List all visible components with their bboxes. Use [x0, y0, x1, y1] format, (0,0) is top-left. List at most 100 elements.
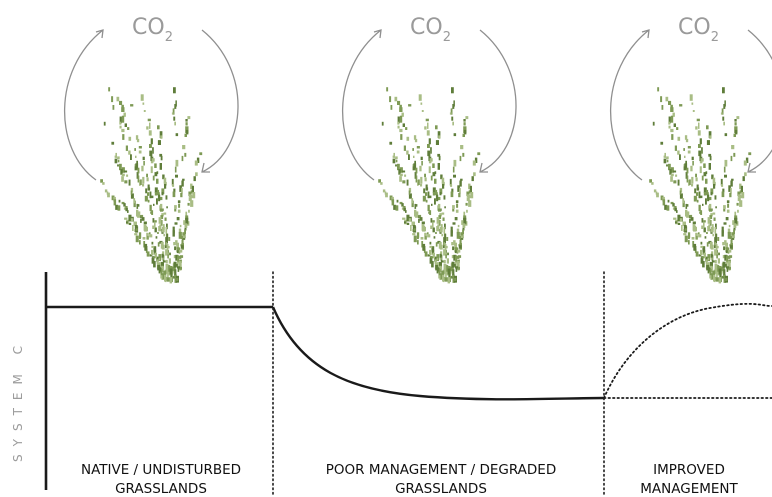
grass-pixel	[150, 161, 154, 164]
grass-pixel	[662, 196, 665, 202]
grass-pixel	[438, 135, 441, 139]
grass-pixel	[152, 225, 155, 229]
grass-pixel	[125, 207, 128, 212]
grass-pixel	[439, 256, 442, 260]
improved-carbon-curve	[603, 302, 772, 399]
grass-pixel	[686, 175, 689, 183]
grass-pixel	[728, 185, 731, 192]
grass-pixel	[652, 121, 655, 126]
grass-pixel	[147, 187, 151, 191]
grass-pixel	[470, 192, 474, 199]
grass-pixel	[458, 255, 462, 258]
grass-pixel	[428, 166, 431, 174]
grass-pixel	[134, 148, 136, 151]
grass-pixel	[165, 259, 168, 264]
grass-pixel	[163, 233, 165, 237]
grass-pixel	[685, 160, 687, 165]
grass-pixel	[670, 176, 673, 182]
grass-pixel	[420, 156, 423, 161]
grass-pixel	[686, 211, 690, 218]
grass-pixel	[396, 199, 399, 203]
grass-pixel	[438, 208, 442, 212]
grass-pixel	[698, 122, 700, 129]
grass-pixel	[161, 273, 164, 280]
grass-pixel	[460, 178, 463, 181]
grass-pixel	[691, 156, 694, 161]
grass-pixel	[193, 176, 196, 182]
grass-pixel	[660, 141, 664, 145]
grass-pixel	[111, 195, 115, 201]
grass-pixel	[702, 249, 706, 255]
grass-pixel	[691, 176, 694, 184]
grass-pixel	[672, 203, 675, 207]
grass-pixel	[696, 199, 699, 203]
grass-pixel	[700, 158, 704, 162]
grass-pixel	[143, 241, 146, 248]
grass-pixel	[714, 195, 717, 200]
grass-pixel	[668, 121, 671, 125]
grass-pixel	[184, 133, 187, 137]
grass-pixel	[708, 153, 712, 157]
grass-pixel	[705, 256, 708, 262]
grass-pixel	[181, 239, 184, 245]
grass-pixel	[724, 263, 727, 267]
grass-pixel	[440, 273, 443, 280]
grass-pixel	[447, 277, 450, 284]
grass-pixel	[707, 254, 710, 262]
grass-pixel	[178, 228, 182, 234]
grass-pixel	[452, 205, 455, 209]
grass-pixel	[439, 253, 442, 258]
grass-pixel	[185, 122, 188, 126]
grass-pixel	[127, 127, 130, 130]
grass-pixel	[447, 268, 451, 275]
grass-pixel	[172, 191, 176, 198]
grass-pixel	[724, 174, 727, 178]
grass-pixel	[157, 140, 161, 145]
grass-pixel	[430, 175, 433, 181]
grass-pixel	[391, 196, 394, 202]
grass-pixel	[404, 221, 406, 224]
grass-pixel	[460, 237, 464, 240]
grass-pixel	[668, 100, 672, 105]
grass-pixel	[184, 152, 187, 157]
grass-pixel	[439, 273, 442, 280]
grass-pixel	[119, 163, 122, 171]
grass-pixel	[712, 233, 714, 237]
grass-pixel	[446, 237, 449, 241]
grass-pixel	[411, 200, 414, 208]
grass-pixel	[169, 277, 172, 284]
grass-pixel	[717, 252, 720, 256]
grass-pixel	[111, 141, 115, 145]
grass-pixel	[710, 192, 713, 196]
grass-pixel	[181, 187, 183, 194]
grass-pixel	[160, 220, 163, 226]
grass-pixel	[419, 165, 422, 172]
grass-pixel	[699, 166, 702, 174]
grass-pixel	[439, 226, 443, 233]
grass-pixel	[424, 226, 426, 232]
grass-pixel	[709, 241, 713, 249]
grass-pixel	[665, 96, 669, 102]
grass-pixel	[158, 217, 162, 224]
grass-pixel	[137, 204, 140, 207]
grass-pixel	[146, 173, 148, 178]
grass-pixel	[664, 152, 666, 158]
grass-pixel	[688, 240, 690, 245]
grass-pixel	[689, 94, 693, 101]
grass-pixel	[705, 178, 708, 184]
grass-pixel	[431, 203, 433, 206]
grass-pixel	[108, 87, 111, 92]
grass-pixel	[675, 221, 677, 224]
grass-pixel	[381, 121, 384, 126]
grass-pixel	[127, 210, 129, 213]
grass-pixel	[427, 122, 429, 129]
grass-pixel	[730, 239, 733, 245]
grass-pixel	[140, 179, 142, 185]
grass-pixel	[434, 178, 437, 184]
grass-pixel	[430, 218, 433, 223]
grass-pixel	[121, 173, 125, 177]
grass-pixel	[726, 250, 728, 254]
grass-pixel	[429, 158, 433, 162]
grass-pixel	[168, 265, 171, 272]
grass-pixel	[462, 152, 465, 157]
